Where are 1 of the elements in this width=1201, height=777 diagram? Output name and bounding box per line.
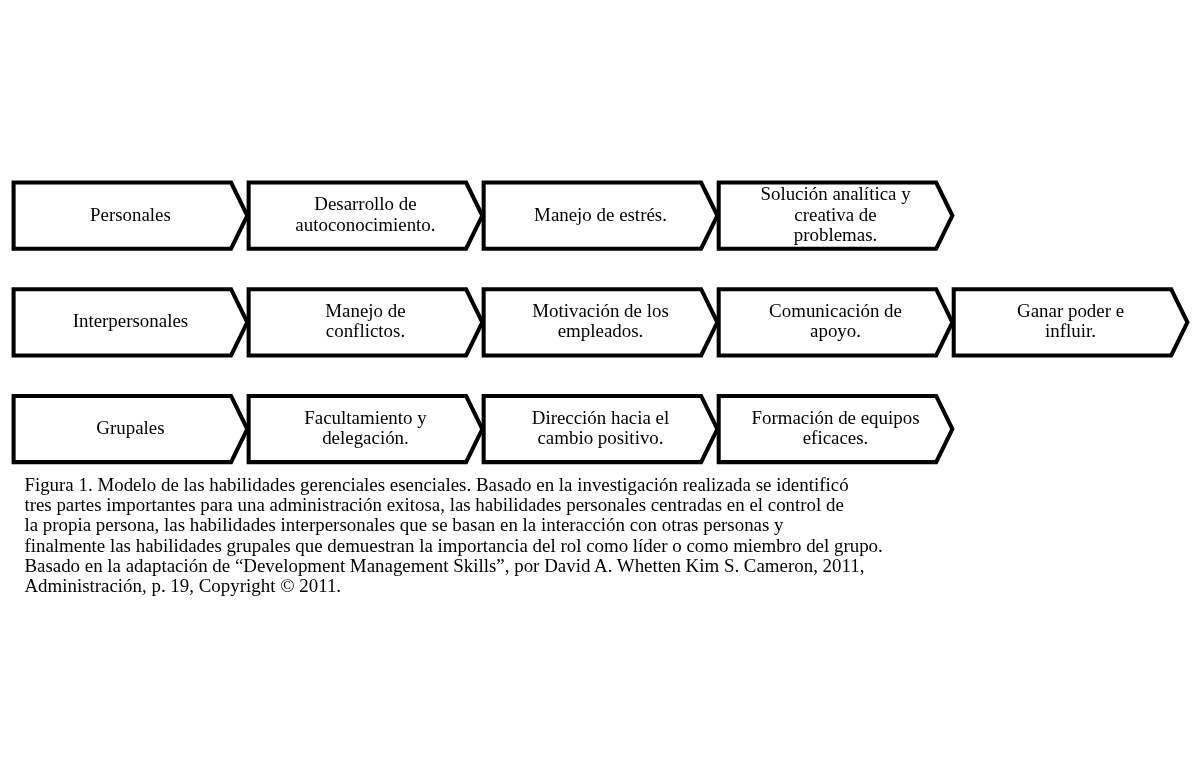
caption: Figura 1. Modelo de las habilidades gerenciales esenciales. Basado en la investigación realizada se identificó tres partes importantes para una administración exitosa, las habilidades personales centradas en el control de la propia persona, las habilidades interpersonales que se basan en la interacción con otras personas y finalmente las habilidades grupales que demuestran la importancia del rol como líder o como miembro del grupo. Basado en la adaptación de “Development Management Skills”, por David A. Whetten Kim S. Cameron, 2011, Administración, p. 19, Copyright © 2011. — [24, 473, 883, 597]
